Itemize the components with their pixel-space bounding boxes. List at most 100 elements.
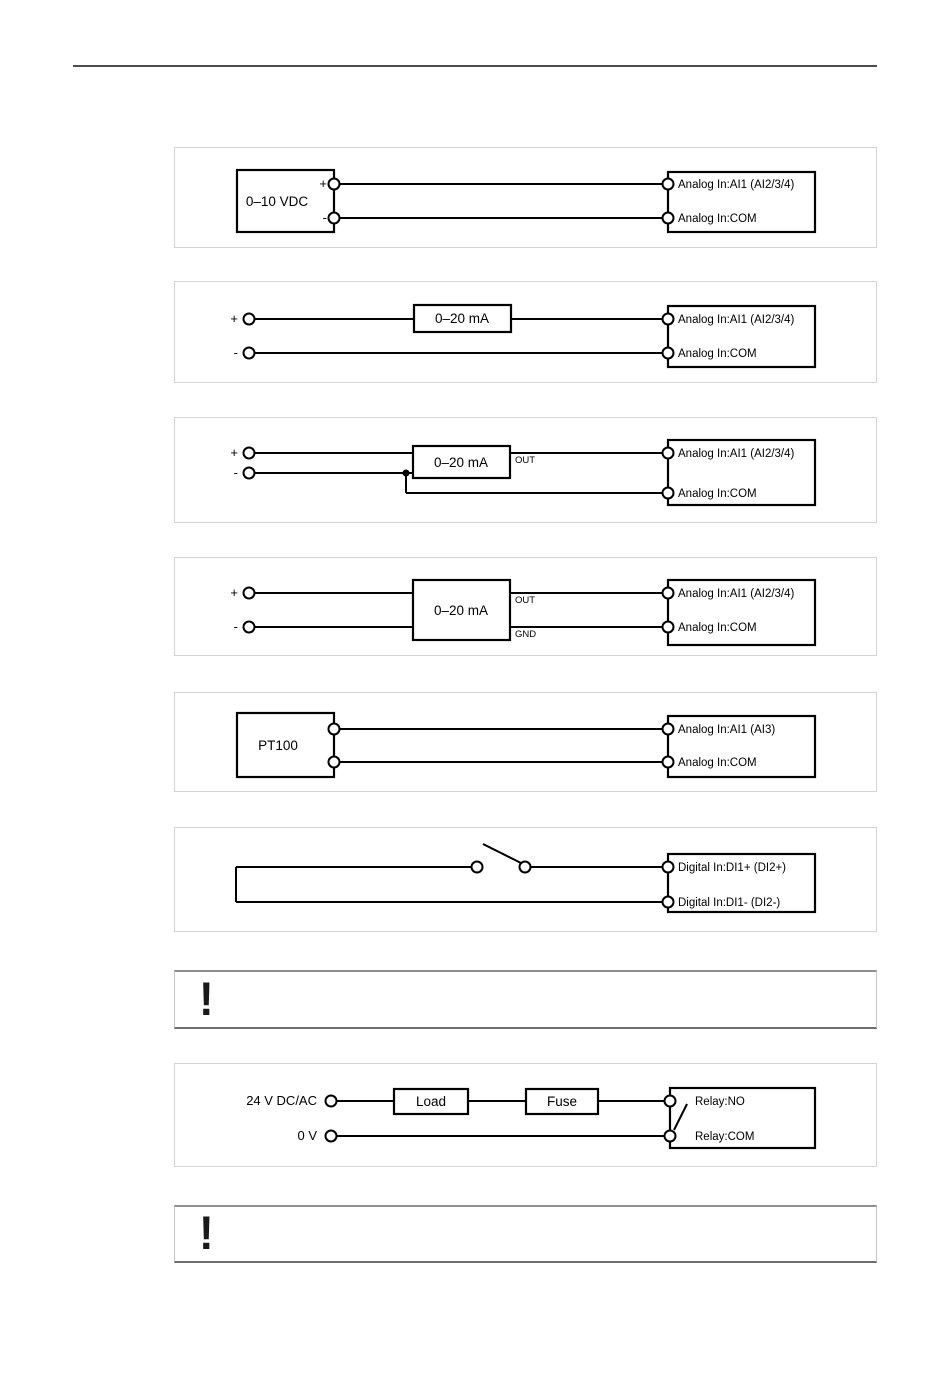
current-2wire-schematic: + - 0–20 mA Analog In:AI1 (AI2/3/4) Anal… <box>230 303 817 369</box>
warning-exclamation-icon: ! <box>199 972 214 1026</box>
terminal-box <box>666 170 817 234</box>
terminal-circle <box>327 211 341 225</box>
terminal-circle <box>242 620 256 634</box>
diagram-current-2wire: + - 0–20 mA Analog In:AI1 (AI2/3/4) Anal… <box>174 281 877 383</box>
plus-sign: + <box>230 311 238 326</box>
source-label: 0–10 VDC <box>246 194 309 209</box>
terminal-box <box>666 852 817 914</box>
minus-sign: - <box>234 345 238 360</box>
relay-box <box>668 1086 817 1150</box>
minus-sign: - <box>323 210 327 225</box>
minus-sign: - <box>234 465 238 480</box>
out-label: OUT <box>515 455 535 466</box>
terminal-box <box>666 578 817 647</box>
device-label: 0–20 mA <box>434 455 488 470</box>
fuse-label: Fuse <box>547 1094 577 1109</box>
diagram-current-3wire: + - 0–20 mA OUT GND Analog In:AI1 (AI2/3… <box>174 557 877 656</box>
terminal-circle <box>663 1129 677 1143</box>
terminal-circle <box>661 177 675 191</box>
switch-contact-circle <box>518 860 532 874</box>
terminal-circle <box>661 312 675 326</box>
diagram-digital-input: Digital In:DI1+ (DI2+) Digital In:DI1- (… <box>174 827 877 932</box>
terminal-circle <box>661 346 675 360</box>
gnd-label: GND <box>515 629 536 640</box>
terminal-circle <box>324 1094 338 1108</box>
wires <box>334 183 668 219</box>
terminal-box <box>666 438 817 507</box>
source-label: PT100 <box>258 738 298 753</box>
current-3wire-shared-schematic: + - 0–20 mA OUT Analog In:AI1 (AI2/3/4) … <box>230 438 817 507</box>
wires <box>255 592 668 628</box>
terminal-label-com: Analog In:COM <box>678 622 757 634</box>
terminal-label-ai1: Analog In:AI1 (AI3) <box>678 724 775 736</box>
terminal-circle <box>324 1129 338 1143</box>
terminal-label-di1m: Digital In:DI1- (DI2-) <box>678 897 780 909</box>
source-box <box>235 711 336 779</box>
terminal-circle <box>242 586 256 600</box>
terminal-circle <box>661 722 675 736</box>
junction-dot <box>402 469 410 477</box>
terminal-label-com: Analog In:COM <box>678 213 757 225</box>
wires <box>337 1100 670 1137</box>
supply-label: 24 V DC/AC <box>246 1093 317 1108</box>
out-label: OUT <box>515 595 535 606</box>
terminal-label-no: Relay:NO <box>695 1096 745 1108</box>
terminal-label-ai1: Analog In:AI1 (AI2/3/4) <box>678 588 795 600</box>
relay-schematic: 24 V DC/AC 0 V Load Fuse Relay:NO Relay:… <box>246 1086 817 1150</box>
terminal-circle <box>661 755 675 769</box>
diagram-pt100: PT100 Analog In:AI1 (AI3) Analog In:COM <box>174 692 877 792</box>
notice-box: ! <box>174 970 877 1029</box>
terminal-label-ai1: Analog In:AI1 (AI2/3/4) <box>678 314 795 326</box>
terminal-label-com: Analog In:COM <box>678 757 757 769</box>
terminal-circle <box>661 895 675 909</box>
terminal-box <box>666 714 817 779</box>
terminal-label-ai1: Analog In:AI1 (AI2/3/4) <box>678 179 795 191</box>
wires <box>235 866 668 903</box>
switch-lever <box>482 843 522 864</box>
device-box <box>411 444 512 480</box>
diagram-analog-voltage-input: 0–10 VDC + - Analog In:AI1 (AI2/3/4) Ana… <box>174 147 877 248</box>
device-label: 0–20 mA <box>434 603 488 618</box>
page-header-rule <box>73 65 877 67</box>
source-box <box>235 168 336 234</box>
relay-contact-lever <box>673 1103 688 1131</box>
current-3wire-schematic: + - 0–20 mA OUT GND Analog In:AI1 (AI2/3… <box>230 578 817 647</box>
wires <box>255 318 668 354</box>
terminal-circle <box>242 446 256 460</box>
terminal-label-com: Analog In:COM <box>678 348 757 360</box>
notice-box: ! <box>174 1205 877 1263</box>
terminal-circle <box>661 620 675 634</box>
plus-sign: + <box>230 445 238 460</box>
terminal-label-com: Relay:COM <box>695 1131 754 1143</box>
device-label: 0–20 mA <box>435 311 489 326</box>
switch-contact-circle <box>470 860 484 874</box>
terminal-circle <box>327 722 341 736</box>
terminal-circle <box>327 755 341 769</box>
terminal-circle <box>242 466 256 480</box>
plus-sign: + <box>230 585 238 600</box>
digital-input-schematic: Digital In:DI1+ (DI2+) Digital In:DI1- (… <box>235 843 817 914</box>
minus-sign: - <box>234 619 238 634</box>
diagram-relay-output: 24 V DC/AC 0 V Load Fuse Relay:NO Relay:… <box>174 1063 877 1167</box>
warning-exclamation-icon: ! <box>199 1207 214 1260</box>
terminal-circle <box>661 446 675 460</box>
terminal-label-com: Analog In:COM <box>678 488 757 500</box>
diagram-current-3wire-shared: + - 0–20 mA OUT Analog In:AI1 (AI2/3/4) … <box>174 417 877 523</box>
fuse-box <box>524 1087 600 1116</box>
pt100-schematic: PT100 Analog In:AI1 (AI3) Analog In:COM <box>235 711 817 779</box>
wires <box>334 728 668 763</box>
terminal-box <box>666 304 817 369</box>
terminal-circle <box>663 1094 677 1108</box>
device-box <box>411 578 512 642</box>
terminal-circle <box>661 586 675 600</box>
load-label: Load <box>416 1094 446 1109</box>
terminal-circle <box>661 860 675 874</box>
terminal-label-di1p: Digital In:DI1+ (DI2+) <box>678 862 786 874</box>
terminal-circle <box>242 312 256 326</box>
terminal-circle <box>661 211 675 225</box>
terminal-circle <box>327 177 341 191</box>
terminal-label-ai1: Analog In:AI1 (AI2/3/4) <box>678 448 795 460</box>
plus-sign: + <box>319 176 327 191</box>
load-box <box>392 1087 470 1116</box>
